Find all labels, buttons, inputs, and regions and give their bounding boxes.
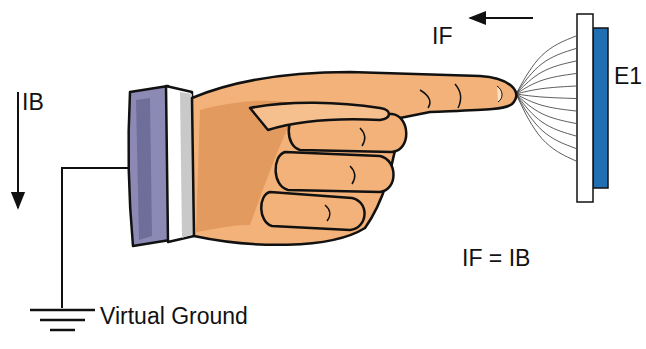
- ground-wire: [62, 168, 135, 308]
- current-arrow: [17, 92, 19, 208]
- equation-label: IF = IB: [462, 246, 530, 271]
- ground-label: Virtual Ground: [100, 304, 248, 329]
- hand-illustration: [129, 72, 517, 246]
- electrode-back: [593, 28, 608, 188]
- current-label: IF: [432, 24, 452, 49]
- current-label: IB: [22, 90, 44, 115]
- ground-symbol: [30, 310, 95, 330]
- current-arrow: [470, 17, 533, 19]
- electrode-plate: [577, 14, 593, 202]
- electrode-label: E1: [614, 64, 642, 89]
- field-lines: [516, 36, 576, 161]
